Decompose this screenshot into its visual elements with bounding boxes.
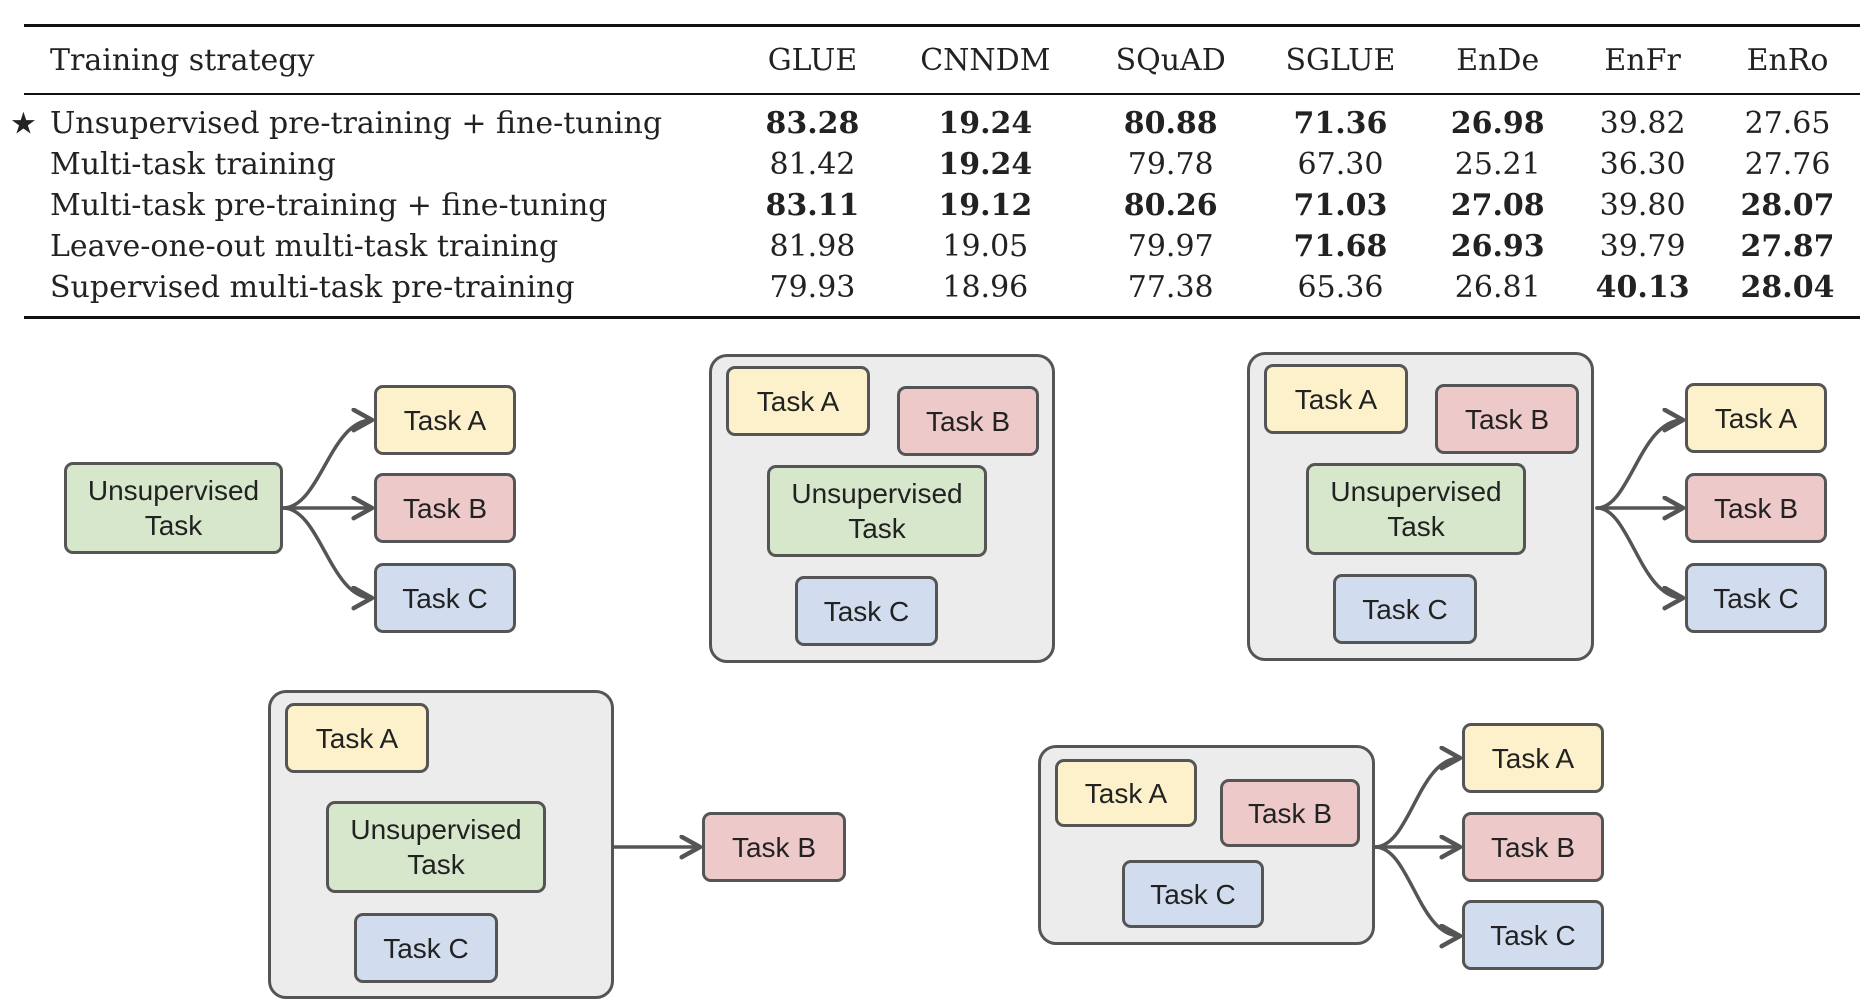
score-cell: 19.12 (938, 188, 1033, 223)
arrow (281, 506, 372, 598)
task-b-box: Task B (897, 386, 1039, 456)
table-row: Multi-task training 81.42 19.24 79.78 67.30 2… (24, 144, 1860, 185)
column-header: EnFr (1604, 42, 1681, 78)
score-cell: 27.65 (1744, 106, 1831, 141)
task-b-box: Task B (1435, 384, 1579, 454)
score-cell: 67.30 (1297, 147, 1384, 182)
multi-task-group (1247, 352, 1594, 661)
strategy-label: Unsupervised pre-training + fine-tuning (50, 106, 663, 141)
task-b-box: Task B (1462, 812, 1604, 882)
task-a-box: Task A (1685, 383, 1827, 453)
score-cell: 28.07 (1740, 188, 1835, 223)
score-cell: 26.98 (1450, 106, 1545, 141)
multi-task-group (268, 690, 614, 999)
task-b-box: Task B (374, 473, 516, 543)
task-a-box: Task A (285, 703, 429, 773)
score-cell: 79.97 (1127, 229, 1214, 264)
score-cell: 19.24 (938, 147, 1033, 182)
score-cell: 83.28 (765, 106, 860, 141)
task-a-box: Task A (374, 385, 516, 455)
score-cell: 25.21 (1454, 147, 1541, 182)
column-header: EnDe (1456, 42, 1540, 78)
score-cell: 40.13 (1595, 270, 1690, 305)
results-table-container: Training strategy GLUE CNNDM SQuAD SGLUE… (10, 24, 1860, 319)
task-b-box: Task B (702, 812, 846, 882)
score-cell: 81.42 (769, 147, 856, 182)
strategy-label: Leave-one-out multi-task training (50, 229, 559, 264)
score-cell: 39.80 (1599, 188, 1686, 223)
task-c-box: Task C (1462, 900, 1604, 970)
task-c-box: Task C (1685, 563, 1827, 633)
score-cell: 26.93 (1450, 229, 1545, 264)
score-cell: 27.76 (1744, 147, 1831, 182)
baseline-star-icon: ★ (10, 106, 37, 141)
score-cell: 81.98 (769, 229, 856, 264)
column-header: EnRo (1746, 42, 1829, 78)
arrow (1595, 420, 1683, 510)
task-c-box: Task C (374, 563, 516, 633)
task-c-box: Task C (354, 913, 498, 983)
results-table: Training strategy GLUE CNNDM SQuAD SGLUE… (10, 24, 1860, 319)
table-row: Leave-one-out multi-task training 81.98 19… (24, 226, 1860, 267)
column-header: SGLUE (1285, 42, 1396, 78)
column-header: Training strategy (50, 42, 315, 78)
score-cell: 83.11 (765, 188, 860, 223)
score-cell: 71.36 (1293, 106, 1388, 141)
strategy-label: Multi-task training (50, 147, 336, 182)
table-row: Multi-task pre-training + fine-tuning 83.… (24, 185, 1860, 226)
table-row: ★ Unsupervised pre-training + fine-tuning… (10, 94, 1860, 144)
task-b-box: Task B (1220, 779, 1360, 847)
task-b-box: Task B (1685, 473, 1827, 543)
task-c-box: Task C (1122, 860, 1264, 928)
task-c-box: Task C (1333, 574, 1477, 644)
score-cell: 26.81 (1454, 270, 1541, 305)
task-a-box: Task A (1264, 364, 1408, 434)
score-cell: 18.96 (942, 270, 1029, 305)
strategy-cell: Multi-task training (24, 144, 740, 185)
table-row: Supervised multi-task pre-training 79.93 1… (24, 267, 1860, 318)
score-cell: 79.78 (1127, 147, 1214, 182)
score-cell: 28.04 (1740, 270, 1835, 305)
column-header: GLUE (767, 42, 858, 78)
strategy-label: Supervised multi-task pre-training (50, 270, 575, 305)
score-cell: 19.05 (942, 229, 1029, 264)
table-body: ★ Unsupervised pre-training + fine-tuning… (10, 94, 1860, 318)
score-cell: 71.03 (1293, 188, 1388, 223)
score-cell: 79.93 (769, 270, 856, 305)
strategy-cell: ★ Unsupervised pre-training + fine-tuning (10, 94, 740, 144)
arrow (281, 420, 372, 510)
strategy-cell: Supervised multi-task pre-training (24, 267, 740, 318)
score-cell: 39.82 (1599, 106, 1686, 141)
arrow (1595, 506, 1683, 598)
score-cell: 80.26 (1123, 188, 1218, 223)
score-cell: 39.79 (1599, 229, 1686, 264)
task-a-box: Task A (1055, 759, 1197, 827)
unsupervised-task-box: Unsupervised Task (1306, 463, 1526, 555)
unsupervised-task-box: Unsupervised Task (767, 465, 987, 557)
column-header: SQuAD (1115, 42, 1226, 78)
strategy-cell: Multi-task pre-training + fine-tuning (24, 185, 740, 226)
unsupervised-task-box: Unsupervised Task (64, 462, 283, 554)
score-cell: 27.08 (1450, 188, 1545, 223)
score-cell: 77.38 (1127, 270, 1214, 305)
task-a-box: Task A (726, 366, 870, 436)
score-cell: 36.30 (1599, 147, 1686, 182)
score-cell: 80.88 (1123, 106, 1218, 141)
score-cell: 27.87 (1740, 229, 1835, 264)
unsupervised-task-box: Unsupervised Task (326, 801, 546, 893)
column-header: CNNDM (920, 42, 1051, 78)
task-c-box: Task C (795, 576, 938, 646)
score-cell: 71.68 (1293, 229, 1388, 264)
table-header-row: Training strategy GLUE CNNDM SQuAD SGLUE… (24, 25, 1860, 94)
arrow (1373, 845, 1460, 936)
multi-task-group (1038, 745, 1375, 945)
score-cell: 19.24 (938, 106, 1033, 141)
strategy-label: Multi-task pre-training + fine-tuning (50, 188, 608, 223)
task-a-box: Task A (1462, 723, 1604, 793)
arrow (1373, 758, 1460, 849)
score-cell: 65.36 (1297, 270, 1384, 305)
multi-task-group (709, 354, 1055, 663)
strategy-cell: Leave-one-out multi-task training (24, 226, 740, 267)
